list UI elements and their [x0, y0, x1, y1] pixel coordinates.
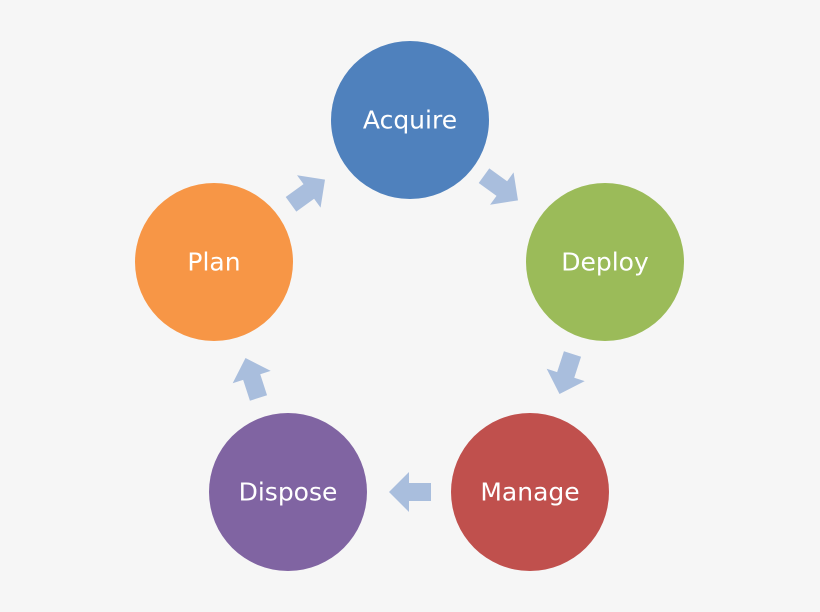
stage-label-manage: Manage — [480, 478, 579, 507]
stage-node-plan: Plan — [135, 183, 293, 341]
stage-label-deploy: Deploy — [561, 248, 649, 277]
stage-node-deploy: Deploy — [526, 183, 684, 341]
stage-label-acquire: Acquire — [363, 106, 457, 135]
stage-circle-plan — [135, 183, 293, 341]
stage-circle-acquire — [331, 41, 489, 199]
stage-circle-manage — [451, 413, 609, 571]
cycle-arrow-manage-to-dispose — [389, 472, 431, 512]
stage-node-manage: Manage — [451, 413, 609, 571]
stage-node-acquire: Acquire — [331, 41, 489, 199]
stage-circle-deploy — [526, 183, 684, 341]
cycle-arrow-deploy-to-manage — [546, 351, 585, 394]
cycle-arrow-plan-to-acquire — [285, 175, 325, 212]
cycle-arrow-dispose-to-plan — [232, 358, 271, 401]
stage-circle-dispose — [209, 413, 367, 571]
cycle-arrow-acquire-to-deploy — [478, 168, 518, 205]
stage-label-dispose: Dispose — [239, 478, 338, 507]
stage-label-plan: Plan — [187, 248, 240, 277]
stage-node-dispose: Dispose — [209, 413, 367, 571]
